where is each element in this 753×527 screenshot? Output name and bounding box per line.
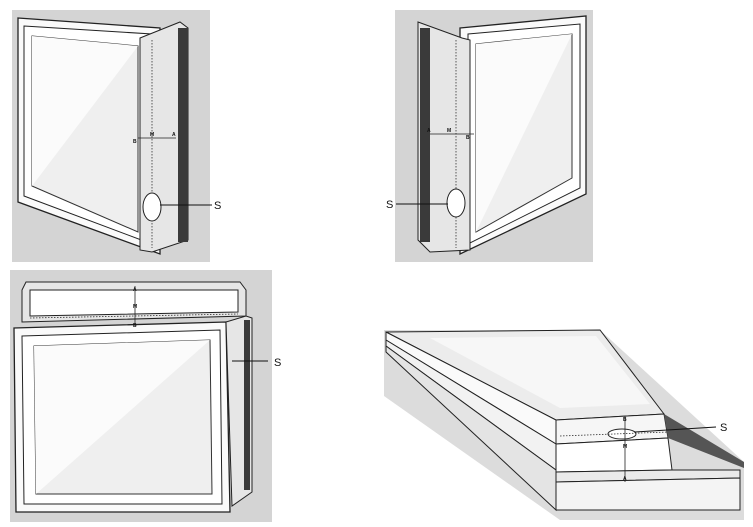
dim-label-m: M: [623, 444, 627, 450]
dim-label-a: A: [172, 132, 176, 138]
seal-marker: [142, 192, 162, 222]
frame-front: [555, 477, 741, 511]
dim-label-b: B: [466, 135, 470, 141]
dim-label-b: B: [623, 417, 627, 423]
pane-reflection: [32, 36, 138, 186]
jamb-shadow: [420, 28, 430, 242]
dim-label-b: B: [133, 139, 137, 145]
pane-reflection: [34, 340, 210, 494]
dim-label-a: A: [427, 128, 431, 134]
seal-marker: [446, 188, 466, 218]
pane-reflection: [430, 336, 650, 408]
head-inner: [29, 289, 239, 317]
seal-label: S: [386, 199, 393, 211]
panel-bottom-left: S A M B: [10, 270, 281, 522]
dim-label-a: A: [133, 287, 137, 293]
pane-reflection: [476, 34, 572, 232]
dim-label-m: M: [447, 128, 451, 134]
dim-label-a: A: [623, 476, 627, 482]
panel-bottom-right: S B M A: [384, 329, 744, 520]
seal-label: S: [720, 422, 727, 434]
gap-line: [559, 431, 669, 437]
dim-label-b: B: [133, 323, 137, 329]
dim-label-m: M: [133, 304, 137, 310]
seal-label: S: [214, 200, 221, 212]
panel-top-right: S A M B: [386, 10, 593, 262]
panel-top-left: S B M A: [12, 10, 221, 262]
sash-front: [555, 437, 673, 473]
seal-leader-line: [633, 426, 717, 433]
jamb-shadow: [178, 28, 188, 242]
seal-label: S: [274, 357, 281, 369]
jamb-shadow: [244, 320, 250, 490]
dim-label-m: M: [150, 132, 154, 138]
side-shadow: [664, 414, 744, 468]
